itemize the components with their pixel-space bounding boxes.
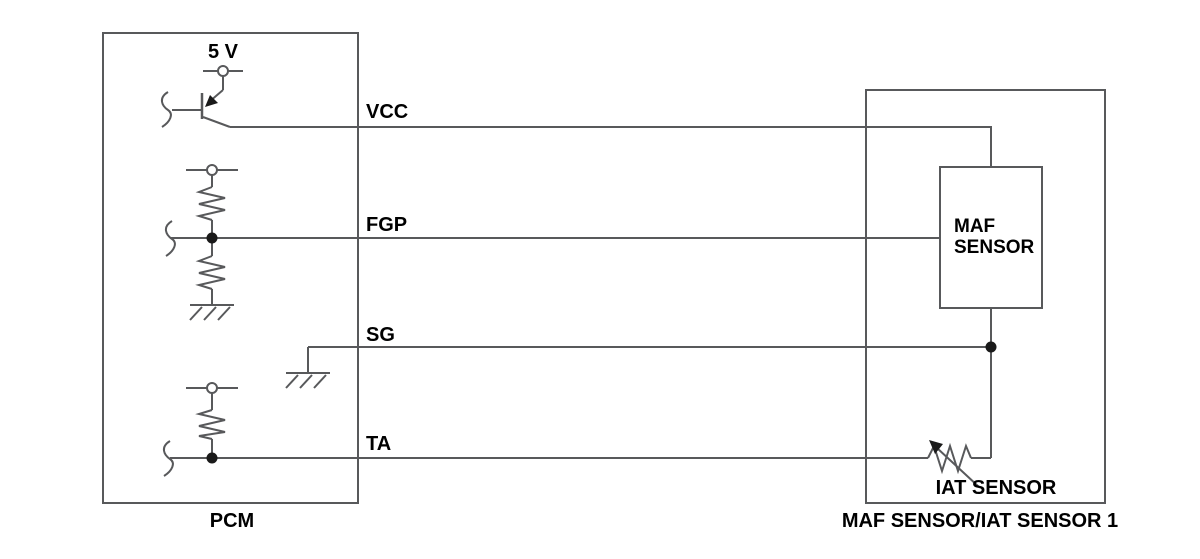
fgp-pulldown-resistor-icon: [195, 255, 226, 290]
fgp-junction-dot: [206, 232, 218, 244]
ta-junction-dot: [206, 452, 218, 464]
vcc-signal-label: VCC: [366, 101, 408, 123]
iat-arrowhead-icon: [929, 440, 943, 454]
ta-circuit: [163, 382, 238, 477]
ground-slash: [299, 374, 313, 389]
wire-break-squiggle-icon: [165, 220, 176, 257]
vcc-supply-circuit: [161, 65, 243, 128]
maf-iat-module-label: MAF SENSOR/IAT SENSOR 1: [842, 510, 1118, 532]
transistor-emitter-arrow-icon: [205, 95, 218, 107]
pcm-box: [102, 32, 359, 504]
supply-terminal-icon: [217, 65, 229, 77]
ground-slash: [313, 374, 327, 389]
fgp-ground-icon: [189, 304, 234, 321]
fgp-signal-label: FGP: [366, 214, 407, 236]
supply-voltage-label: 5 V: [208, 41, 239, 63]
iat-arrow-shaft: [936, 447, 980, 488]
ground-slash: [285, 374, 299, 389]
wire-break-squiggle-icon: [163, 440, 174, 477]
fgp-terminal-icon: [206, 164, 218, 176]
vcc-wire: [230, 126, 992, 167]
maf-sensor-box: [939, 166, 1043, 309]
sg-ground-icon: [285, 372, 330, 389]
fgp-circuit: [165, 164, 238, 321]
ground-slash: [217, 306, 231, 321]
maf-sensor-label-line2: SENSOR: [954, 237, 1035, 258]
wire-break-squiggle-icon: [161, 91, 172, 128]
sg-signal-label: SG: [366, 324, 395, 346]
fgp-pullup-resistor-icon: [195, 186, 226, 221]
transistor-collector-lead: [202, 116, 231, 128]
ta-signal-label: TA: [366, 433, 391, 455]
ta-pullup-resistor-icon: [195, 409, 226, 440]
ground-slash: [189, 306, 203, 321]
maf-sensor-label-line1: MAF: [954, 216, 995, 237]
iat-sensor-label: IAT SENSOR: [936, 477, 1057, 499]
pcm-box-label: PCM: [210, 510, 254, 532]
ground-slash: [203, 306, 217, 321]
ta-terminal-icon: [206, 382, 218, 394]
iat-thermistor-icon: [927, 440, 980, 488]
sg-junction-dot: [985, 341, 997, 353]
